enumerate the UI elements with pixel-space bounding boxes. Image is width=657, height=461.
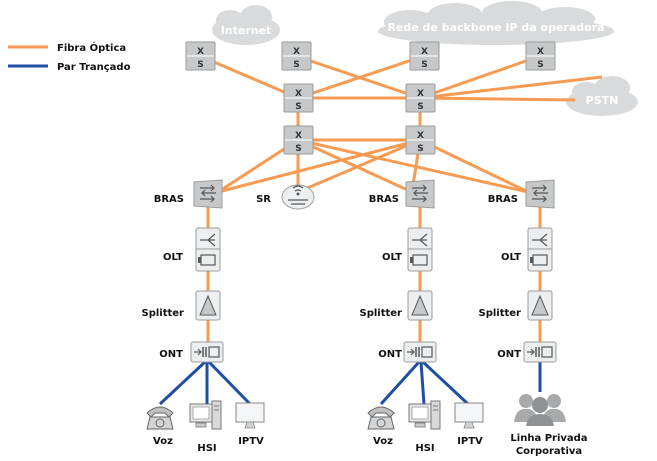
olt-icon — [527, 227, 553, 272]
svg-text:S: S — [197, 60, 203, 70]
bras-label: BRAS — [488, 194, 518, 205]
users-icon — [514, 394, 566, 426]
voice-label: Voz — [373, 436, 393, 447]
switch-icon: X S — [525, 41, 556, 71]
fiber-link — [297, 138, 421, 194]
ont-icon — [523, 341, 557, 363]
splitter-label: Splitter — [479, 308, 522, 319]
backbone-cloud: Rede de backbone IP da operadora — [378, 1, 614, 45]
fiber-link — [419, 138, 529, 194]
twisted-pair-link — [421, 360, 470, 406]
twisted-pair-link — [419, 361, 426, 405]
router-icon — [405, 179, 435, 209]
monitor-icon — [235, 402, 265, 429]
svg-text:X: X — [197, 47, 204, 57]
splitter-label: Splitter — [142, 308, 185, 319]
legend-fiber-label: Fibra Óptica — [57, 41, 126, 54]
telephone-icon — [367, 406, 395, 430]
twisted-pair-link — [207, 360, 252, 406]
iptv-label: IPTV — [457, 436, 483, 447]
backbone-cloud-label: Rede de backbone IP da operadora — [387, 21, 604, 34]
fiber-link — [297, 138, 413, 194]
fiber-link — [217, 138, 421, 194]
switch-icon: X S — [283, 83, 314, 113]
voice-label: Voz — [153, 436, 173, 447]
ont-icon — [403, 341, 437, 363]
internet-cloud: Internet — [212, 5, 280, 45]
pstn-cloud: PSTN — [566, 76, 638, 116]
svg-text:X: X — [293, 47, 300, 57]
sr-label: SR — [256, 194, 271, 205]
splitter-icon — [527, 290, 553, 321]
corporate-line-label: Corporativa — [516, 446, 582, 457]
fiber-link — [419, 75, 603, 100]
switch-icon: X S — [283, 125, 314, 155]
svg-text:X: X — [537, 47, 544, 57]
svg-text:S: S — [295, 144, 301, 154]
olt-label: OLT — [382, 252, 402, 263]
fiber-link — [297, 54, 425, 100]
splitter-icon — [407, 290, 433, 321]
computer-icon — [189, 400, 222, 430]
ont-icon — [190, 341, 224, 363]
switch-icon: X S — [281, 41, 312, 71]
svg-text:X: X — [417, 89, 424, 99]
olt-label: OLT — [501, 252, 521, 263]
twisted-pair-link — [379, 360, 421, 406]
svg-text:X: X — [417, 131, 424, 141]
switch-icon: X S — [405, 83, 436, 113]
internet-cloud-label: Internet — [221, 24, 272, 37]
fiber-link — [297, 138, 529, 194]
service-router-icon — [281, 184, 315, 210]
iptv-label: IPTV — [238, 436, 264, 447]
twisted-pair-link — [158, 360, 207, 406]
switch-icon: X S — [405, 125, 436, 155]
ont-label: ONT — [378, 349, 402, 360]
svg-text:S: S — [293, 60, 299, 70]
fiber-link — [419, 96, 576, 102]
computer-icon — [408, 400, 441, 430]
olt-icon — [407, 227, 433, 272]
fiber-link — [199, 54, 299, 100]
switch-icon: X S — [185, 41, 216, 71]
legend: Fibra Óptica Par Trançado — [8, 41, 131, 73]
svg-text:S: S — [537, 60, 543, 70]
switch-icon: X S — [409, 41, 440, 71]
hsi-label: HSI — [415, 443, 434, 454]
corporate-line-label: Linha Privada — [510, 433, 587, 444]
splitter-icon — [195, 290, 221, 321]
monitor-icon — [454, 402, 484, 429]
twisted-pair-links — [158, 360, 542, 406]
pstn-cloud-label: PSTN — [586, 94, 619, 107]
router-icon — [525, 179, 555, 209]
bras-label: BRAS — [154, 194, 184, 205]
ont-label: ONT — [159, 349, 183, 360]
olt-label: OLT — [163, 252, 183, 263]
legend-twisted-pair-label: Par Trançado — [57, 62, 131, 73]
splitter-label: Splitter — [360, 308, 403, 319]
olt-icon — [195, 227, 221, 272]
svg-text:S: S — [417, 102, 423, 112]
svg-text:S: S — [421, 60, 427, 70]
svg-text:X: X — [295, 89, 302, 99]
ont-label: ONT — [497, 349, 521, 360]
telephone-icon — [146, 406, 174, 430]
router-icon — [193, 179, 223, 209]
fiber-link — [419, 54, 541, 100]
svg-text:S: S — [417, 144, 423, 154]
hsi-label: HSI — [197, 443, 216, 454]
svg-text:X: X — [421, 47, 428, 57]
svg-text:S: S — [295, 102, 301, 112]
svg-text:X: X — [295, 131, 302, 141]
bras-label: BRAS — [369, 194, 399, 205]
